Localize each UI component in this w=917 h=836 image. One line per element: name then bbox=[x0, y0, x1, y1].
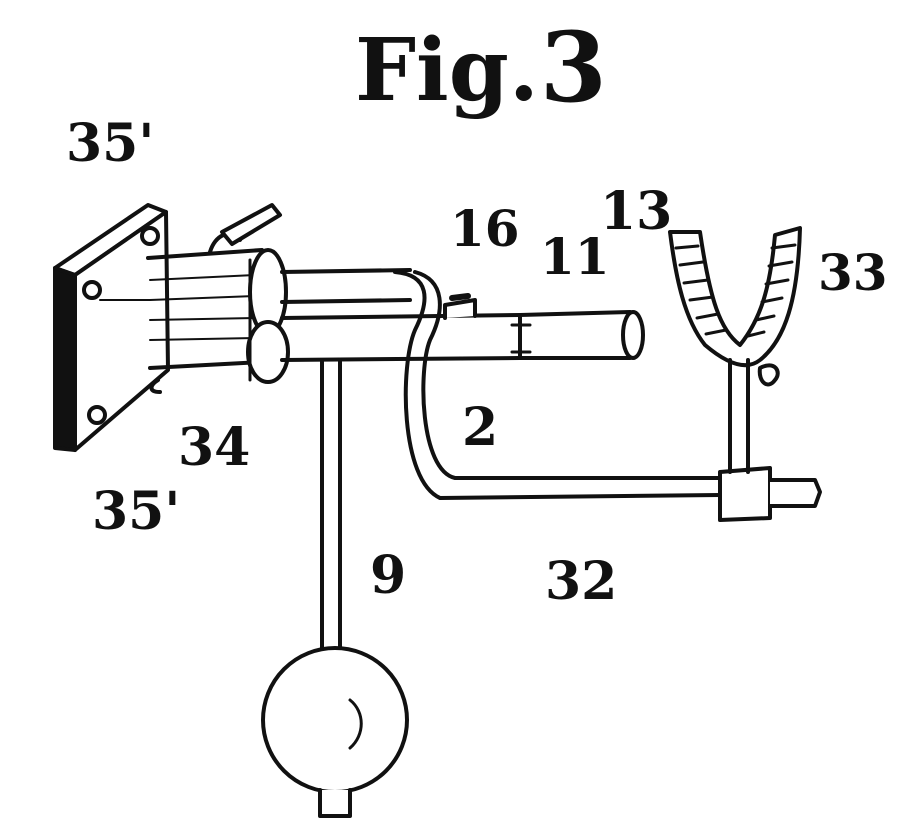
label-33: 33 bbox=[818, 243, 888, 302]
bracket-plate bbox=[53, 203, 170, 452]
collar-discs bbox=[246, 248, 290, 384]
pendulum bbox=[261, 358, 409, 818]
label-32: 32 bbox=[545, 551, 618, 612]
label-35-upper: 35' bbox=[66, 113, 155, 174]
figure-title-prefix: Fig. bbox=[355, 20, 539, 121]
side-arm bbox=[393, 270, 822, 522]
label-35-lower: 35' bbox=[92, 481, 181, 542]
fork-rest bbox=[668, 226, 802, 474]
figure-title-number: 3 bbox=[540, 11, 607, 124]
label-9: 9 bbox=[370, 545, 407, 606]
label-11: 11 bbox=[540, 227, 610, 286]
label-34: 34 bbox=[178, 417, 251, 478]
label-16: 16 bbox=[450, 199, 520, 258]
label-2: 2 bbox=[462, 397, 499, 458]
bracket-housing bbox=[146, 203, 282, 394]
main-rod bbox=[280, 268, 645, 362]
label-13: 13 bbox=[600, 181, 673, 242]
